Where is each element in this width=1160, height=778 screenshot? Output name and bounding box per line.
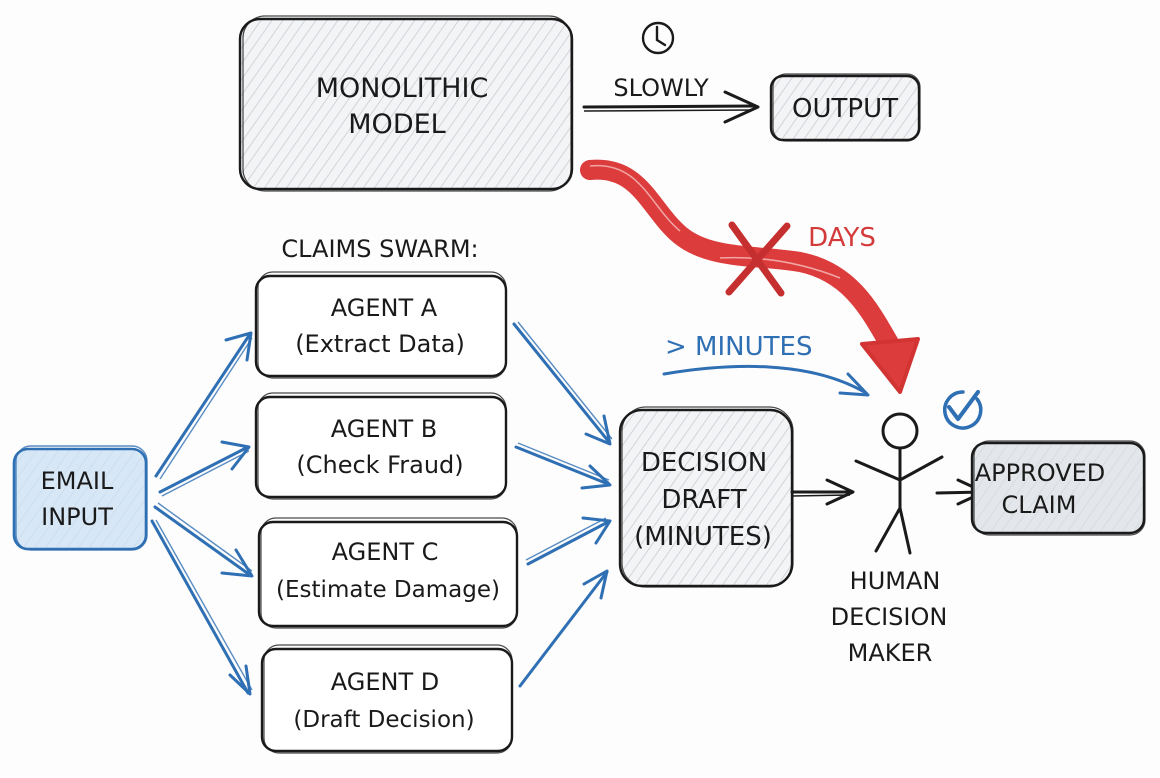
monolithic-model-label-line2: MODEL (348, 109, 445, 140)
email-input-label-line1: EMAIL (41, 467, 114, 495)
agent-c-task: (Estimate Damage) (276, 577, 500, 603)
agent-a-to-draft-arrow (512, 321, 613, 446)
approved-claim-box: APPROVED CLAIM (970, 440, 1146, 536)
claims-swarm-heading: CLAIMS SWARM: (281, 235, 478, 263)
agent-d-name: AGENT D (331, 668, 439, 696)
human-label-line1: HUMAN (850, 567, 941, 595)
agent-c-box: AGENT C (Estimate Damage) (257, 517, 519, 629)
agent-a-task: (Extract Data) (295, 330, 465, 358)
monolithic-model-label-line1: MONOLITHIC (316, 73, 489, 104)
agent-c-name: AGENT C (332, 538, 439, 566)
email-input-box: EMAIL INPUT (12, 445, 148, 551)
monolithic-model-border (238, 17, 574, 191)
output-label: OUTPUT (792, 94, 898, 124)
decision-draft-line2: DRAFT (661, 485, 746, 515)
monolithic-model-box: MONOLITHIC MODEL (238, 15, 574, 192)
days-label: DAYS (808, 223, 876, 253)
agent-a-name: AGENT A (331, 294, 438, 322)
stick-figure-icon (854, 412, 944, 555)
input-to-agent-a-arrow (154, 331, 253, 480)
agent-b-to-draft-arrow (514, 442, 612, 490)
decision-draft-box: DECISION DRAFT (MINUTES) (618, 406, 794, 588)
agent-a-box: AGENT A (Extract Data) (254, 271, 508, 379)
x-mark-icon (725, 221, 791, 297)
agent-d-to-draft-arrow (518, 569, 609, 688)
email-input-label-line2: INPUT (41, 503, 113, 531)
agent-b-box: AGENT B (Check Fraud) (254, 392, 508, 500)
agent-c-to-draft-arrow (525, 516, 612, 566)
clock-icon (641, 21, 675, 55)
slowly-label: SLOWLY (613, 74, 709, 102)
agent-b-name: AGENT B (331, 415, 437, 443)
output-box: OUTPUT (769, 73, 921, 142)
draft-to-human-arrow (790, 478, 855, 506)
input-to-agent-c-arrow (153, 502, 254, 578)
human-label-line3: MAKER (848, 639, 933, 667)
minutes-label: > MINUTES (665, 332, 812, 362)
agent-b-task: (Check Fraud) (296, 451, 463, 479)
approved-claim-line1: APPROVED (975, 459, 1106, 487)
decision-draft-line1: DECISION (641, 448, 767, 478)
input-to-agent-b-arrow (158, 440, 251, 497)
monolithic-model-fill (240, 19, 572, 189)
slow-arrow (582, 90, 760, 124)
agent-d-box: AGENT D (Draft Decision) (260, 644, 514, 754)
human-label-line2: DECISION (831, 603, 948, 631)
decision-draft-line3: (MINUTES) (634, 522, 772, 552)
agent-d-task: (Draft Decision) (293, 707, 474, 733)
days-arrow (580, 159, 920, 394)
input-to-agent-d-arrow (150, 519, 253, 696)
check-circle-icon (943, 390, 983, 430)
minutes-arrow (662, 364, 870, 397)
approved-claim-line2: CLAIM (1002, 491, 1077, 519)
